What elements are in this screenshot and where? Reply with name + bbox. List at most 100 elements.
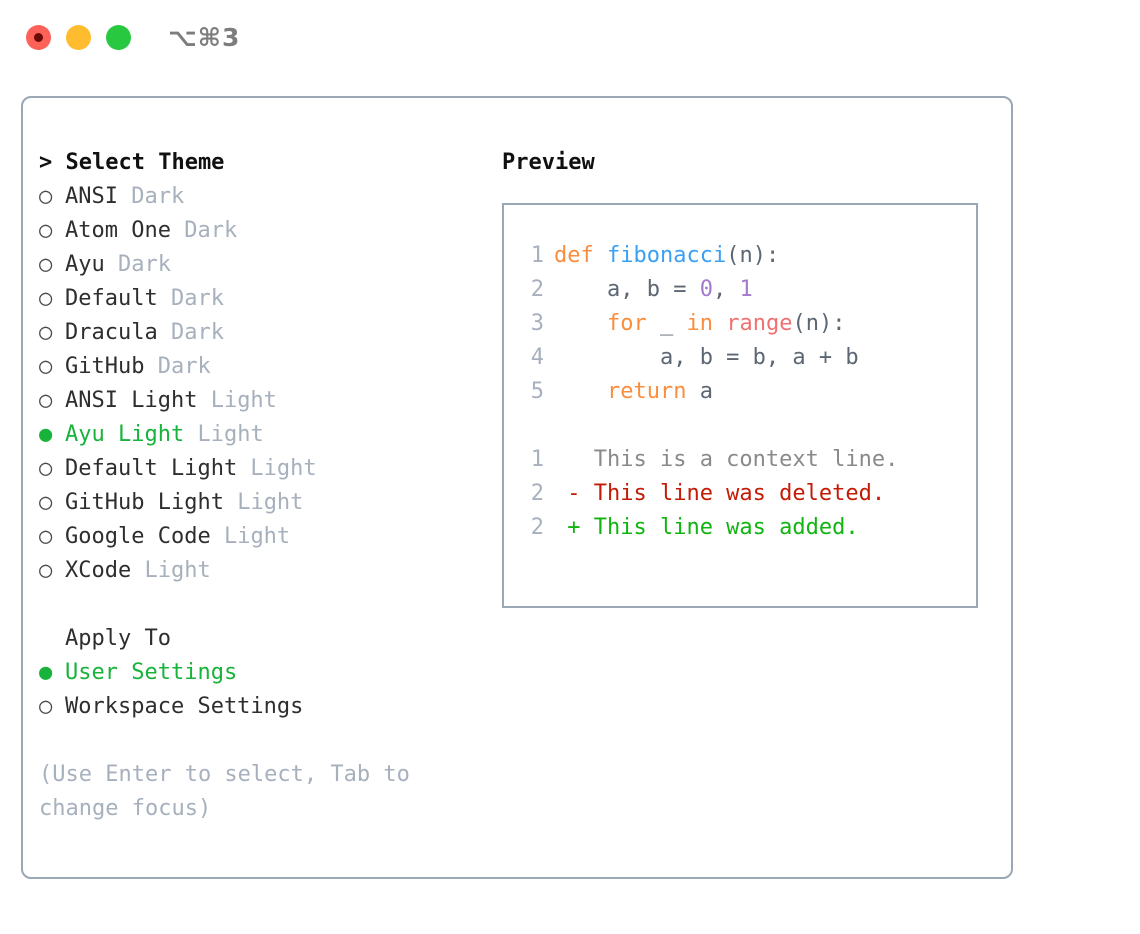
radio-unselected-icon: ○ — [39, 694, 66, 719]
theme-option-dracula[interactable]: ○ Dracula Dark — [39, 316, 479, 350]
code-token: fibonacci — [606, 243, 727, 268]
theme-selection-column: > Select Theme ○ ANSI Dark○ Atom One Dar… — [39, 146, 479, 826]
diff-line-del: 2 - This line was deleted. — [518, 477, 976, 511]
window-titlebar: ⌥⌘3 — [0, 0, 1140, 80]
theme-option-label: GitHub — [65, 354, 145, 379]
minimize-button[interactable] — [66, 25, 91, 50]
code-token: in — [686, 311, 713, 336]
code-token: 1 — [739, 277, 753, 302]
theme-option-tag: Light — [184, 422, 264, 447]
code-line: 4 a, b = b, a + b — [518, 341, 976, 375]
theme-settings-panel: > Select Theme ○ ANSI Dark○ Atom One Dar… — [21, 96, 1013, 879]
line-number: 2 — [530, 481, 544, 506]
close-button[interactable] — [26, 25, 51, 50]
theme-option-tag: Light — [237, 456, 317, 481]
theme-option-tag: Dark — [104, 252, 171, 277]
diff-line-text: This is a context line. — [554, 447, 899, 472]
theme-option-label: ANSI Light — [65, 388, 198, 413]
code-token: _ — [646, 311, 687, 336]
theme-option-label: GitHub Light — [65, 490, 224, 515]
apply-to-option-user-settings[interactable]: ● User Settings — [39, 656, 479, 690]
theme-option-label: Default — [65, 286, 158, 311]
radio-unselected-icon: ○ — [39, 388, 66, 413]
code-token — [713, 311, 726, 336]
diff-line-text: - This line was deleted. — [554, 481, 886, 506]
radio-unselected-icon: ○ — [39, 184, 66, 209]
radio-unselected-icon: ○ — [39, 558, 66, 583]
radio-unselected-icon: ○ — [39, 320, 66, 345]
code-token: for — [606, 311, 647, 336]
radio-unselected-icon: ○ — [39, 286, 66, 311]
preview-title: Preview — [502, 150, 595, 175]
theme-option-ayu[interactable]: ○ Ayu Dark — [39, 248, 479, 282]
line-number: 5 — [530, 379, 544, 404]
code-line: 5 return a — [518, 375, 976, 409]
apply-to-heading: Apply To — [65, 626, 171, 651]
maximize-button[interactable] — [106, 25, 131, 50]
code-token: range — [726, 311, 793, 336]
theme-option-ansi[interactable]: ○ ANSI Dark — [39, 180, 479, 214]
theme-option-github-light[interactable]: ○ GitHub Light Light — [39, 486, 479, 520]
code-token: 0 — [699, 277, 713, 302]
theme-option-tag: Light — [197, 388, 277, 413]
theme-option-atom-one[interactable]: ○ Atom One Dark — [39, 214, 479, 248]
line-number: 1 — [530, 243, 544, 268]
diff-sample: 1 This is a context line.2 - This line w… — [518, 443, 976, 545]
line-number: 4 — [530, 345, 544, 370]
theme-option-default[interactable]: ○ Default Dark — [39, 282, 479, 316]
diff-line-ctx: 1 This is a context line. — [518, 443, 976, 477]
apply-to-option-label: Workspace Settings — [65, 694, 304, 719]
apply-to-list[interactable]: ● User Settings○ Workspace Settings — [39, 656, 479, 724]
theme-option-label: Default Light — [65, 456, 238, 481]
theme-option-tag: Light — [210, 524, 291, 549]
theme-option-label: Ayu Light — [65, 422, 185, 447]
theme-list[interactable]: ○ ANSI Dark○ Atom One Dark○ Ayu Dark○ De… — [39, 180, 479, 588]
theme-option-tag: Dark — [117, 184, 185, 209]
code-token — [554, 311, 607, 336]
line-number: 2 — [530, 277, 544, 302]
line-number: 2 — [530, 515, 544, 540]
code-token — [554, 379, 607, 404]
theme-option-label: Dracula — [65, 320, 158, 345]
theme-option-github[interactable]: ○ GitHub Dark — [39, 350, 479, 384]
code-token: a — [686, 379, 713, 404]
theme-option-label: Google Code — [65, 524, 211, 549]
code-line: 2 a, b = 0, 1 — [518, 273, 976, 307]
keyboard-hint: (Use Enter to select, Tab to change focu… — [39, 762, 424, 821]
line-number: 3 — [530, 311, 544, 336]
theme-option-tag: Light — [131, 558, 211, 583]
theme-option-tag: Dark — [157, 320, 224, 345]
radio-unselected-icon: ○ — [39, 354, 66, 379]
theme-option-ansi-light[interactable]: ○ ANSI Light Light — [39, 384, 479, 418]
apply-to-option-workspace-settings[interactable]: ○ Workspace Settings — [39, 690, 479, 724]
radio-selected-icon: ● — [39, 660, 66, 685]
code-token: def — [554, 243, 607, 268]
list-spacer — [39, 588, 479, 622]
code-line: 3 for _ in range(n): — [518, 307, 976, 341]
theme-option-tag: Dark — [144, 354, 211, 379]
theme-option-xcode[interactable]: ○ XCode Light — [39, 554, 479, 588]
theme-option-label: Atom One — [65, 218, 171, 243]
theme-option-ayu-light[interactable]: ● Ayu Light Light — [39, 418, 479, 452]
code-diff-separator — [518, 409, 976, 443]
radio-selected-icon: ● — [39, 422, 66, 447]
code-token: a, b = — [554, 277, 700, 302]
theme-option-tag: Dark — [170, 218, 238, 243]
code-token: a, b = b, a + b — [554, 345, 859, 370]
code-token: (n): — [792, 311, 846, 336]
theme-option-tag: Dark — [157, 286, 224, 311]
line-number: 1 — [530, 447, 544, 472]
keyboard-shortcut-label: ⌥⌘3 — [168, 23, 241, 52]
page-title: > Select Theme — [39, 150, 225, 175]
radio-unselected-icon: ○ — [39, 218, 66, 243]
code-token: return — [606, 379, 687, 404]
theme-option-google-code[interactable]: ○ Google Code Light — [39, 520, 479, 554]
theme-option-label: XCode — [65, 558, 132, 583]
diff-line-text: + This line was added. — [554, 515, 859, 540]
theme-option-default-light[interactable]: ○ Default Light Light — [39, 452, 479, 486]
theme-option-label: ANSI — [65, 184, 118, 209]
apply-to-option-label: User Settings — [65, 660, 238, 685]
